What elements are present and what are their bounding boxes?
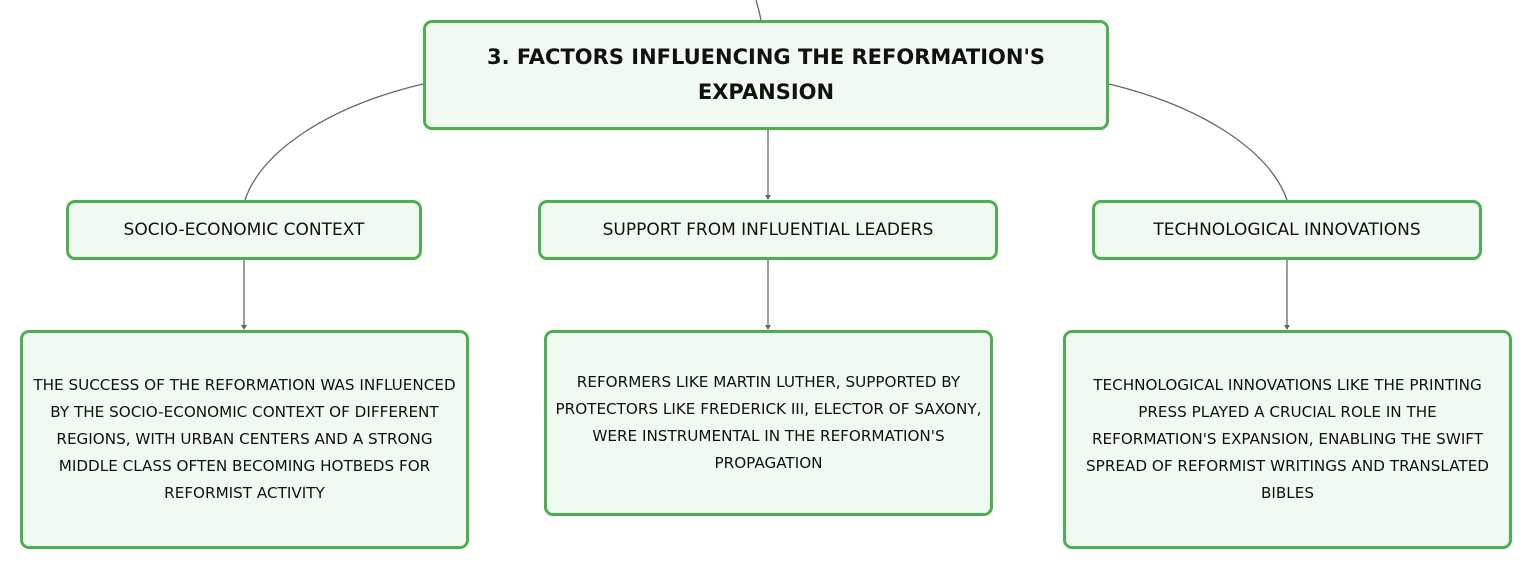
arrowhead-support-leaders: [765, 195, 771, 200]
arrowhead-socio-economic-detail: [241, 325, 247, 330]
detail-node-technological-innovations[interactable]: TECHNOLOGICAL INNOVATIONS LIKE THE PRINT…: [1063, 330, 1512, 549]
detail-node-support-from-influential-leaders[interactable]: REFORMERS LIKE MARTIN LUTHER, SUPPORTED …: [544, 330, 993, 516]
arrowhead-support-leaders-detail: [765, 325, 771, 330]
detail-node-text: TECHNOLOGICAL INNOVATIONS LIKE THE PRINT…: [1086, 376, 1489, 502]
root-node-label: 3. FACTORS INFLUENCING THE REFORMATION'S…: [486, 45, 1046, 104]
detail-node-text: THE SUCCESS OF THE REFORMATION WAS INFLU…: [33, 376, 456, 502]
detail-node-socio-economic-context[interactable]: THE SUCCESS OF THE REFORMATION WAS INFLU…: [20, 330, 469, 549]
branch-node-socio-economic-context[interactable]: SOCIO-ECONOMIC CONTEXT: [66, 200, 422, 260]
branch-node-label: SUPPORT FROM INFLUENTIAL LEADERS: [602, 220, 934, 240]
connector-root-to-technological: [1108, 83, 1288, 201]
branch-node-support-from-influential-leaders[interactable]: SUPPORT FROM INFLUENTIAL LEADERS: [538, 200, 998, 260]
detail-node-text: REFORMERS LIKE MARTIN LUTHER, SUPPORTED …: [555, 373, 982, 472]
branch-node-label: SOCIO-ECONOMIC CONTEXT: [123, 220, 365, 240]
connector-from-parent: [755, 0, 762, 21]
arrowhead-technological-detail: [1284, 325, 1290, 330]
branch-node-label: TECHNOLOGICAL INNOVATIONS: [1153, 220, 1421, 240]
root-node[interactable]: 3. FACTORS INFLUENCING THE REFORMATION'S…: [423, 20, 1109, 130]
branch-node-technological-innovations[interactable]: TECHNOLOGICAL INNOVATIONS: [1092, 200, 1482, 260]
connector-root-to-socio-economic: [244, 83, 424, 201]
